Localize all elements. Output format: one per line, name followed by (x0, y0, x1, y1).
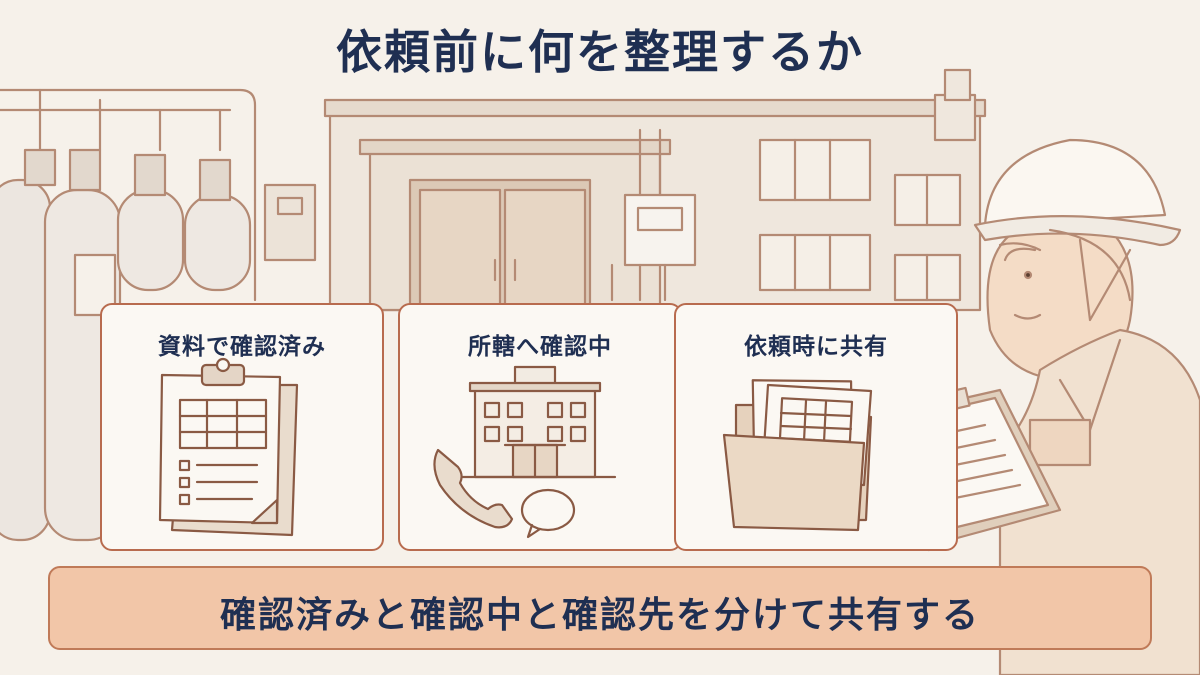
factory-building-icon (323, 68, 987, 312)
card-documented: 資料で確認済み (100, 303, 384, 551)
card-label: 資料で確認済み (158, 334, 326, 360)
card-label: 依頼時に共有 (744, 334, 888, 360)
summary-banner: 確認済みと確認中と確認先を分けて共有する (48, 566, 1152, 650)
page-title: 依頼前に何を整理するか (336, 25, 864, 79)
folder-documents-icon (722, 379, 873, 532)
card-confirming: 所轄へ確認中 (398, 303, 682, 551)
office-building-phone-icon (433, 365, 617, 539)
card-label: 所轄へ確認中 (468, 334, 612, 360)
card-share: 依頼時に共有 (674, 303, 958, 551)
clipboard-checklist-icon (158, 357, 299, 537)
summary-banner-text: 確認済みと確認中と確認先を分けて共有する (219, 595, 980, 636)
